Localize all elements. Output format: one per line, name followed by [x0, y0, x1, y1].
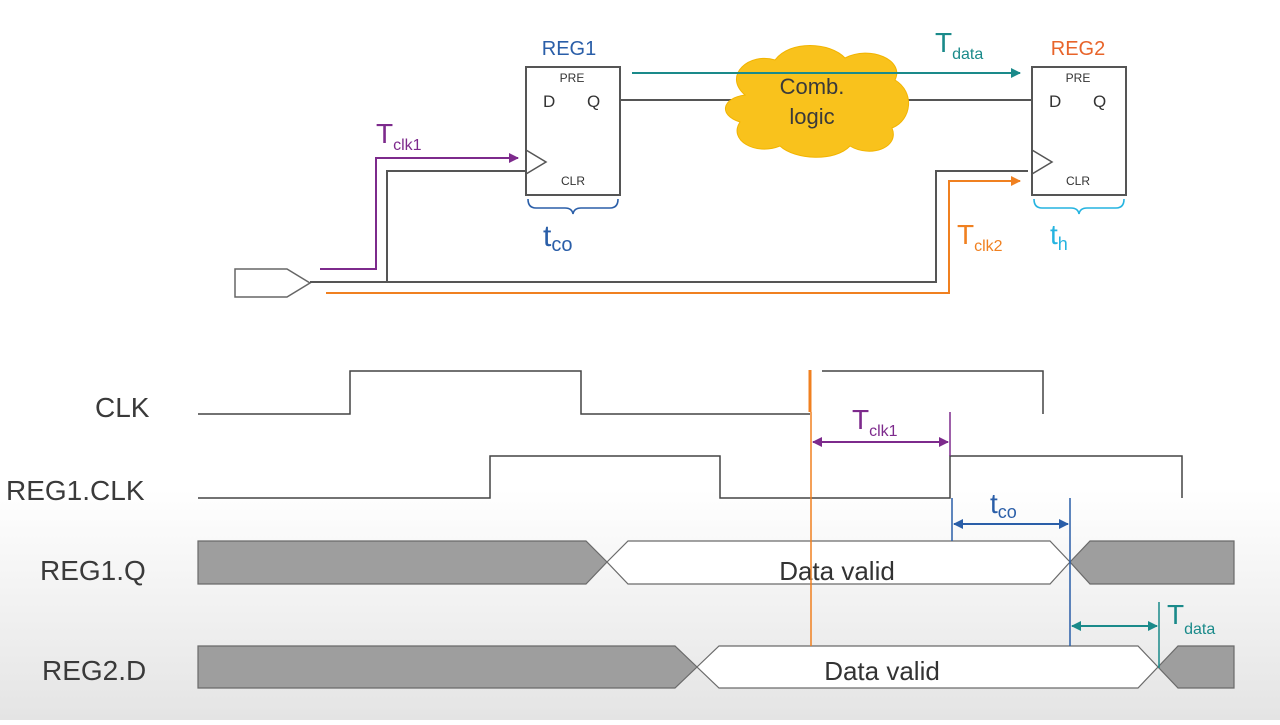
- tclk1-timing-main: T: [852, 404, 869, 435]
- tco-timing-main: t: [990, 488, 998, 519]
- tco-timing-label: tco: [990, 488, 1017, 522]
- tdata-timing-main: T: [1167, 599, 1184, 630]
- tdata-timing-sub: data: [1184, 621, 1215, 638]
- reg1-clr-pin: CLR: [561, 174, 585, 188]
- comb-logic-label-2: logic: [789, 104, 834, 129]
- tdata-label: Tdata: [935, 27, 983, 63]
- circuit-schematic: REG1 PRE D Q CLR REG2 PRE D Q CLR Comb. …: [234, 27, 1127, 298]
- reg2-q-pin: Q: [1093, 92, 1106, 111]
- tdata-label-sub: data: [952, 46, 983, 63]
- reg1-q-valid-text: Data valid: [779, 556, 895, 586]
- reg2-clock-triangle: [1031, 149, 1054, 175]
- clock-input-buffer: [234, 268, 312, 298]
- reg1-pre-pin: PRE: [560, 71, 585, 85]
- tclk1-timing-sub: clk1: [869, 423, 898, 440]
- comb-logic-cloud: [725, 45, 910, 158]
- tco-brace: [527, 198, 619, 215]
- th-label-main: t: [1050, 219, 1058, 250]
- tco-timing-sub: co: [998, 502, 1017, 522]
- tclk2-label: Tclk2: [957, 219, 1003, 255]
- reg2-d-valid-text: Data valid: [824, 656, 940, 686]
- reg2-d-invalid-left: [197, 645, 698, 689]
- reg2-box: [1031, 66, 1127, 196]
- tclk1-timing-label: Tclk1: [852, 404, 898, 440]
- comb-logic-label-1: Comb.: [780, 74, 845, 99]
- tclk1-label: Tclk1: [376, 118, 422, 154]
- reg2-clr-pin: CLR: [1066, 174, 1090, 188]
- tclk1-label-main: T: [376, 118, 393, 149]
- reg1-title: REG1: [542, 38, 596, 60]
- reg1-box: [525, 66, 621, 196]
- signal-label-reg1-q: REG1.Q: [40, 555, 146, 586]
- tco-label: tco: [543, 220, 572, 256]
- th-brace: [1033, 198, 1125, 215]
- reg1-d-pin: D: [543, 92, 555, 111]
- signal-label-clk: CLK: [95, 392, 150, 423]
- reg2-title: REG2: [1051, 38, 1105, 60]
- tclk1-label-sub: clk1: [393, 137, 422, 154]
- tco-label-sub: co: [551, 234, 572, 256]
- reg2-d-invalid-right: [1157, 645, 1235, 689]
- tclk2-label-main: T: [957, 219, 974, 250]
- reg1-clr-wire: [386, 170, 525, 282]
- tdata-timing-label: Tdata: [1167, 599, 1215, 638]
- reg2-d-pin: D: [1049, 92, 1061, 111]
- reg2-pre-pin: PRE: [1066, 71, 1091, 85]
- tco-label-main: t: [543, 220, 552, 253]
- signal-label-reg2-d: REG2.D: [42, 655, 146, 686]
- reg1-q-pin: Q: [587, 92, 600, 111]
- reg1-clock-triangle: [525, 149, 548, 175]
- tclk2-wire: [326, 176, 1021, 294]
- tclk2-label-sub: clk2: [974, 238, 1003, 255]
- signal-label-reg1-clk: REG1.CLK: [6, 475, 145, 506]
- reg1-clk-waveform: [198, 455, 1183, 499]
- clk-waveform: [198, 370, 1044, 415]
- timing-waveforms: CLK REG1.CLK REG1.Q REG2.D Data valid Da…: [6, 370, 1235, 689]
- tclk1-wire: [320, 153, 519, 270]
- reg1-q-invalid-right: [1069, 540, 1235, 585]
- tdata-label-main: T: [935, 27, 952, 58]
- clock-trunk-wire: [310, 170, 1028, 283]
- th-label: th: [1050, 219, 1068, 254]
- th-label-sub: h: [1058, 234, 1068, 254]
- reg1-q-invalid-left: [197, 540, 608, 585]
